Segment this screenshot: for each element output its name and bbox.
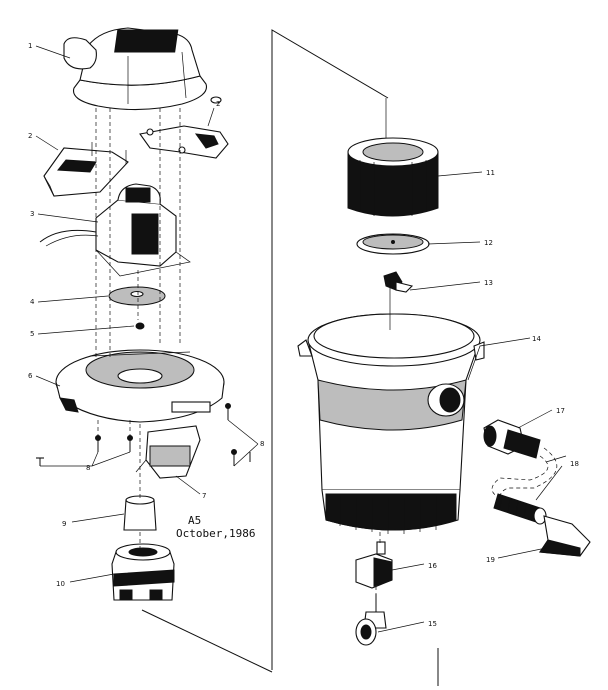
motor-base-part — [55, 349, 225, 423]
callout-7: 7 — [202, 492, 206, 500]
float-housing-part — [111, 543, 175, 601]
callout-11: 11 — [486, 169, 495, 177]
callout-13: 13 — [484, 279, 493, 287]
callout-4: 4 — [30, 298, 35, 306]
float-cage-part — [135, 425, 201, 479]
callout-8-left: 8 — [86, 464, 90, 472]
hose-part — [491, 447, 558, 525]
right-switch-plate-part — [139, 125, 229, 159]
tank-part — [297, 276, 485, 534]
callout-6: 6 — [28, 372, 33, 380]
note-date: October,1986 — [176, 527, 255, 540]
callout-10: 10 — [56, 580, 65, 588]
hose-coupling-part — [483, 419, 541, 459]
screws-part — [36, 403, 251, 466]
note-code: A5 — [188, 514, 201, 527]
callout-5: 5 — [30, 330, 34, 338]
callout-15: 15 — [428, 620, 437, 628]
callout-8-right: 8 — [260, 440, 264, 448]
callout-3: 3 — [30, 210, 34, 218]
nut-part — [135, 322, 145, 330]
caster-part — [355, 586, 387, 646]
callout-19: 19 — [486, 556, 495, 564]
callout-18: 18 — [570, 460, 579, 468]
filter-disc-part — [356, 233, 430, 255]
callout-12: 12 — [484, 239, 493, 247]
callout-16: 16 — [428, 562, 437, 570]
nozzle-part — [539, 515, 591, 557]
caster-bracket-part — [355, 532, 393, 589]
filter-clip-part — [383, 271, 414, 293]
callout-2-right: 2 — [216, 100, 220, 108]
filter-cup-part — [123, 495, 157, 531]
callout-14: 14 — [532, 335, 541, 343]
revision-note: A5 October,1986 — [176, 514, 255, 540]
left-alignment-dashes — [95, 108, 181, 548]
callout-9: 9 — [62, 520, 66, 528]
fan-disc-part — [108, 286, 166, 306]
callout-numbers: 1 2 2 3 4 5 6 8 8 7 9 10 11 12 13 14 17 … — [28, 42, 579, 628]
callout-2-left: 2 — [28, 132, 32, 140]
left-switch-plate-part — [43, 142, 129, 197]
cartridge-filter-part — [347, 137, 439, 217]
leader-lines — [35, 45, 567, 633]
motor-cover-part — [63, 27, 222, 111]
motor-assembly-part — [39, 183, 191, 277]
frame-lines — [141, 29, 439, 686]
callout-17: 17 — [556, 407, 565, 415]
callout-1: 1 — [28, 42, 32, 50]
